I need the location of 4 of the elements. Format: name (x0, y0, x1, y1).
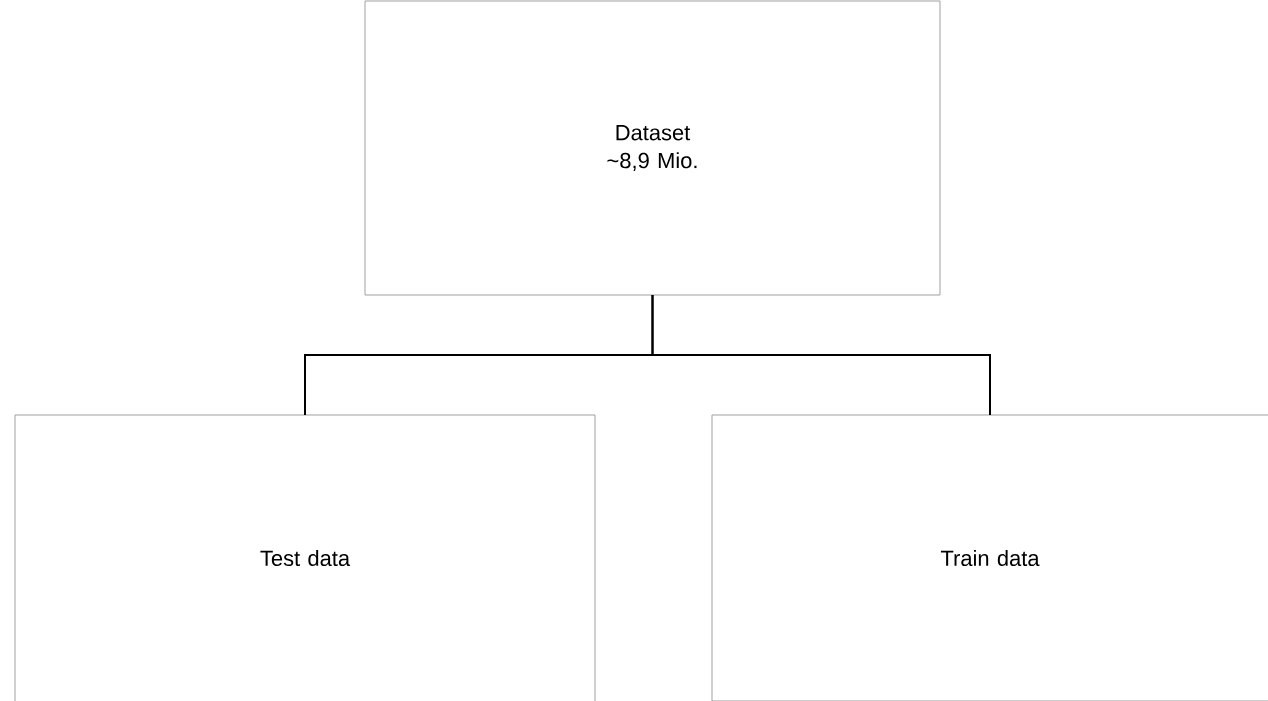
connector-line (651, 294, 991, 416)
process-box: Dataset ~8,9 Mio. (364, 0, 941, 296)
process-box: Train data (711, 414, 1268, 701)
process-box: Test data (14, 414, 596, 701)
